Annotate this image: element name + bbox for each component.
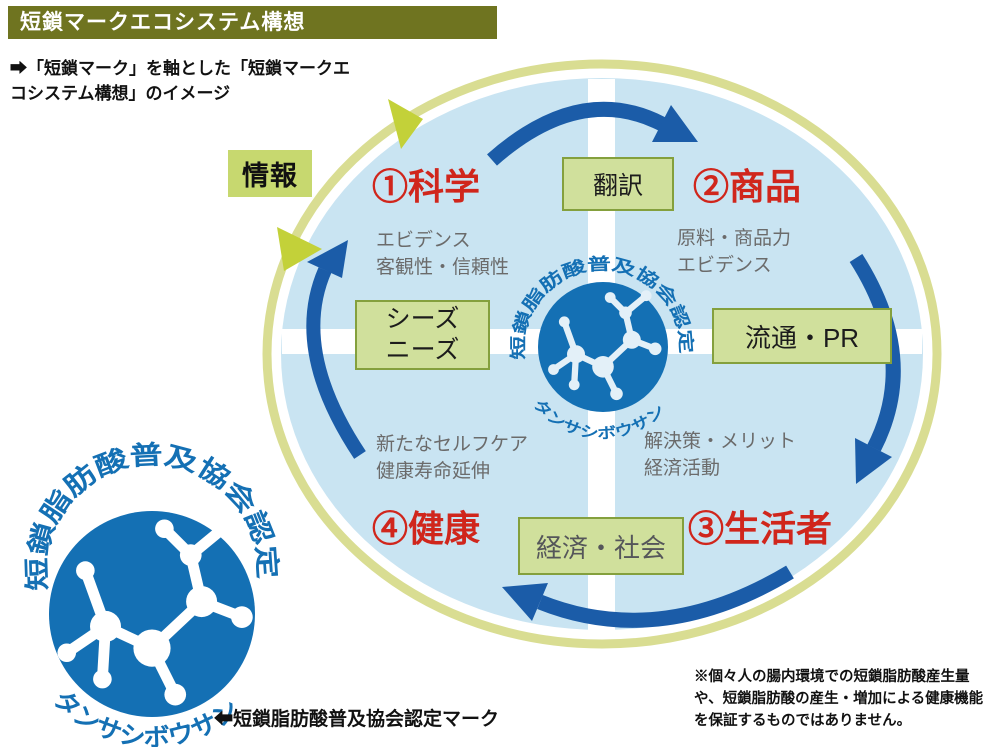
link-box-economy-society: 経済・社会 (518, 517, 684, 575)
quadrant-1-science-title: ①科学 (372, 166, 481, 207)
certification-molecule-icon (57, 516, 253, 706)
certification-mark: 短鎖脂肪酸普及協会認定 タンサシボウサン (22, 439, 283, 747)
cycle-arrowheads (307, 105, 892, 621)
cycle-arrows (306, 101, 901, 628)
outer-ring (262, 59, 942, 649)
link-box-translation: 翻訳 (562, 157, 674, 211)
ring-gap (270, 67, 934, 641)
quadrant-2-product-title: ②商品 (693, 166, 802, 207)
link-box-seeds-needs: シーズ ニーズ (355, 300, 490, 370)
page-title-bar: 短鎖マークエコシステム構想 (8, 6, 497, 39)
footnote: ※個々人の腸内環境での短鎖脂肪酸産生量や、短鎖脂肪酸の産生・増加による健康機能を… (694, 669, 984, 729)
info-flow-arrow-top-icon (388, 99, 423, 149)
molecule-icon (548, 290, 662, 401)
quadrant-4-health-desc: 新たなセルフケア 健康寿命延伸 (376, 434, 529, 482)
info-label: 情報 (242, 161, 298, 191)
cycle-arrow-bottom (537, 565, 794, 628)
info-label-box: 情報 (228, 150, 312, 197)
intro-text: ➡「短鎖マーク」を軸とした「短鎖マークエコシステム構想」のイメージ (10, 59, 350, 103)
cycle-arrow-left (306, 267, 366, 459)
cycle-arrow-top (487, 101, 666, 166)
page-title: 短鎖マークエコシステム構想 (20, 11, 306, 34)
certification-mark-caption: ⬅短鎖脂肪酸普及協会認定マーク (214, 709, 500, 730)
quadrant-2-product-desc: 原料・商品力 エビデンス (677, 228, 792, 276)
quadrant-1-science-desc: エビデンス 客観性・信頼性 (376, 230, 510, 278)
quadrant-4-health-title: ④健康 (372, 508, 481, 549)
info-flow-arrow-left-icon (277, 227, 322, 271)
quadrant-3-consumer-title: ③生活者 (688, 508, 833, 549)
center-mark-circle (538, 282, 668, 412)
cycle-arrow-right (849, 253, 901, 452)
link-box-distribution-pr: 流通・PR (712, 308, 892, 364)
quadrant-3-consumer-desc: 解決策・メリット 経済活動 (644, 431, 797, 479)
